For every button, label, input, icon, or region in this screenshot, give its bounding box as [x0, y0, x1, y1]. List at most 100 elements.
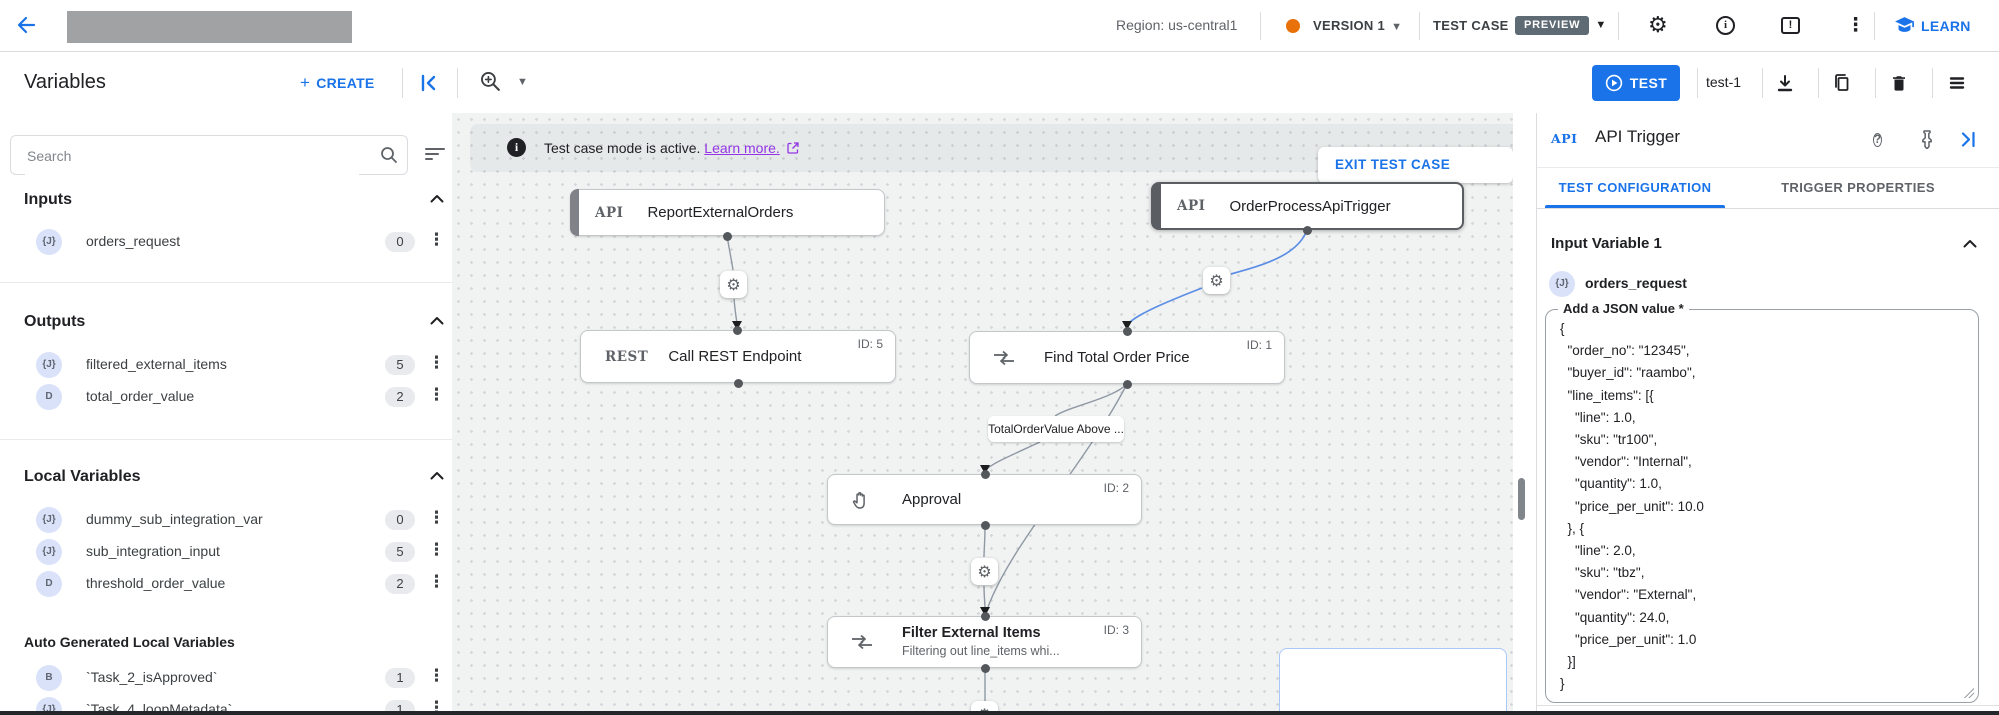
connector-dot[interactable]: [981, 664, 990, 673]
json-type-badge: {J}: [36, 352, 62, 378]
node-filter-external-items[interactable]: Filter External Items Filtering out line…: [827, 616, 1142, 668]
sort-filter-icon[interactable]: [424, 144, 446, 164]
version-dropdown[interactable]: VERSION 1▼: [1313, 0, 1402, 53]
download-icon[interactable]: [1772, 70, 1798, 96]
test-button[interactable]: TEST: [1592, 65, 1680, 101]
scrollbar-thumb[interactable]: [1518, 478, 1525, 520]
connector-dot[interactable]: [723, 232, 732, 241]
learn-more-link[interactable]: Learn more.: [704, 140, 780, 156]
connector-dot[interactable]: [1123, 380, 1132, 389]
node-approval[interactable]: Approval ID: 2: [827, 474, 1142, 525]
json-value-field: Add a JSON value * { "order_no": "12345"…: [1545, 301, 1979, 703]
variable-name: `Task_2_isApproved`: [86, 669, 218, 685]
connector-dot[interactable]: [733, 326, 742, 335]
node-title: OrderProcessApiTrigger: [1229, 197, 1391, 215]
more-options-icon[interactable]: ⋮: [1846, 15, 1865, 36]
variable-row[interactable]: {J} sub_integration_input 5 ⋮: [0, 539, 452, 566]
copy-icon[interactable]: [1829, 70, 1855, 96]
connector-dot[interactable]: [1123, 327, 1132, 336]
active-tab-indicator: [1545, 205, 1725, 208]
row-menu-icon[interactable]: ⋮: [428, 540, 445, 559]
log-list-icon[interactable]: [1944, 70, 1970, 96]
chevron-up-icon[interactable]: [1963, 239, 1977, 248]
chevron-up-icon[interactable]: [430, 316, 444, 325]
page-title: Variables: [24, 71, 106, 93]
divider: [0, 439, 452, 440]
create-variable-button[interactable]: +CREATE: [300, 52, 375, 114]
feedback-icon[interactable]: !: [1781, 17, 1800, 34]
flow-canvas[interactable]: i Test case mode is active. Learn more. …: [452, 113, 1513, 715]
chevron-up-icon[interactable]: [430, 194, 444, 203]
row-menu-icon[interactable]: ⋮: [428, 666, 445, 685]
node-id: ID: 1: [1246, 338, 1272, 352]
row-menu-icon[interactable]: ⋮: [428, 698, 445, 715]
variable-row[interactable]: D total_order_value 2 ⋮: [0, 384, 452, 411]
node-call-rest-endpoint[interactable]: REST Call REST Endpoint ID: 5: [580, 330, 896, 383]
canvas-scrollbar[interactable]: [1513, 113, 1536, 715]
row-menu-icon[interactable]: ⋮: [428, 230, 445, 249]
back-button[interactable]: [14, 13, 38, 37]
variable-row[interactable]: {J} `Task_4_loopMetadata` 1 ⋮: [0, 697, 452, 715]
test-button-label: TEST: [1629, 75, 1668, 91]
variable-row[interactable]: {J} orders_request 0 ⋮: [0, 229, 452, 256]
learn-button[interactable]: LEARN: [1894, 15, 1971, 36]
edge-gear-icon[interactable]: ⚙: [720, 271, 747, 298]
learn-school-icon: [1895, 17, 1914, 32]
data-mapping-icon: [992, 349, 1016, 367]
connector-dot[interactable]: [734, 379, 743, 388]
variable-name: threshold_order_value: [86, 575, 226, 591]
variable-row[interactable]: B `Task_2_isApproved` 1 ⋮: [0, 665, 452, 692]
partial-node-box[interactable]: [1279, 648, 1507, 715]
node-report-external-orders[interactable]: API ReportExternalOrders: [570, 189, 885, 236]
json-type-badge: {J}: [1549, 271, 1575, 297]
search-input[interactable]: [25, 137, 359, 175]
edge-condition-label[interactable]: TotalOrderValue Above ...: [988, 416, 1124, 442]
json-value-input[interactable]: { "order_no": "12345", "buyer_id": "raam…: [1560, 321, 1704, 692]
node-title: ReportExternalOrders: [647, 204, 794, 221]
variable-name: filtered_external_items: [86, 356, 227, 372]
info-icon[interactable]: i: [1716, 16, 1735, 35]
connector-dot[interactable]: [981, 612, 990, 621]
help-icon[interactable]: ?: [1873, 130, 1883, 148]
json-type-badge: {J}: [36, 539, 62, 565]
variable-row[interactable]: {J} dummy_sub_integration_var 0 ⋮: [0, 507, 452, 534]
edge-gear-icon[interactable]: ⚙: [1203, 267, 1230, 294]
test-case-name[interactable]: test-1: [1706, 74, 1742, 90]
external-link-icon: [787, 142, 799, 154]
collapse-right-icon[interactable]: [1959, 130, 1978, 149]
section-title-local-variables: Local Variables: [24, 468, 141, 485]
tab-trigger-properties[interactable]: TRIGGER PROPERTIES: [1781, 180, 1935, 195]
test-case-preview-dropdown[interactable]: PREVIEW▼: [1515, 15, 1606, 35]
zoom-in-magnifier-icon: [481, 72, 500, 91]
arrow-back-icon: [17, 16, 36, 34]
row-menu-icon[interactable]: ⋮: [428, 353, 445, 372]
chevron-up-icon[interactable]: [430, 471, 444, 480]
banner-info-icon: i: [507, 138, 526, 157]
node-order-process-api-trigger[interactable]: API OrderProcessApiTrigger: [1151, 182, 1464, 230]
row-menu-icon[interactable]: ⋮: [428, 572, 445, 591]
delete-icon[interactable]: [1886, 70, 1912, 96]
node-title: Approval: [902, 491, 962, 508]
pin-icon[interactable]: [1918, 129, 1936, 149]
row-menu-icon[interactable]: ⋮: [428, 508, 445, 527]
version-status-dot: [1286, 19, 1300, 33]
usage-count-badge: 2: [385, 387, 415, 407]
variable-row[interactable]: D threshold_order_value 2 ⋮: [0, 571, 452, 598]
node-find-total-order-price[interactable]: Find Total Order Price ID: 1: [969, 331, 1285, 384]
zoom-control-dropdown[interactable]: ▼: [478, 69, 528, 94]
usage-count-badge: 5: [385, 542, 415, 562]
variable-row[interactable]: {J} filtered_external_items 5 ⋮: [0, 352, 452, 379]
settings-gear-icon[interactable]: ⚙: [1648, 12, 1668, 37]
variables-sidebar: Inputs {J} orders_request 0 ⋮ Outputs {J…: [0, 113, 453, 715]
edge-gear-icon[interactable]: ⚙: [971, 558, 998, 585]
node-title: Find Total Order Price: [1044, 349, 1190, 366]
connector-dot[interactable]: [981, 470, 990, 479]
connector-dot[interactable]: [1303, 226, 1312, 235]
connector-dot[interactable]: [981, 521, 990, 530]
question-glyph: ?: [1873, 133, 1883, 147]
row-menu-icon[interactable]: ⋮: [428, 385, 445, 404]
collapse-panel-icon[interactable]: [416, 70, 442, 96]
resize-grip-icon[interactable]: [1964, 688, 1974, 698]
tab-test-configuration[interactable]: TEST CONFIGURATION: [1558, 180, 1712, 195]
